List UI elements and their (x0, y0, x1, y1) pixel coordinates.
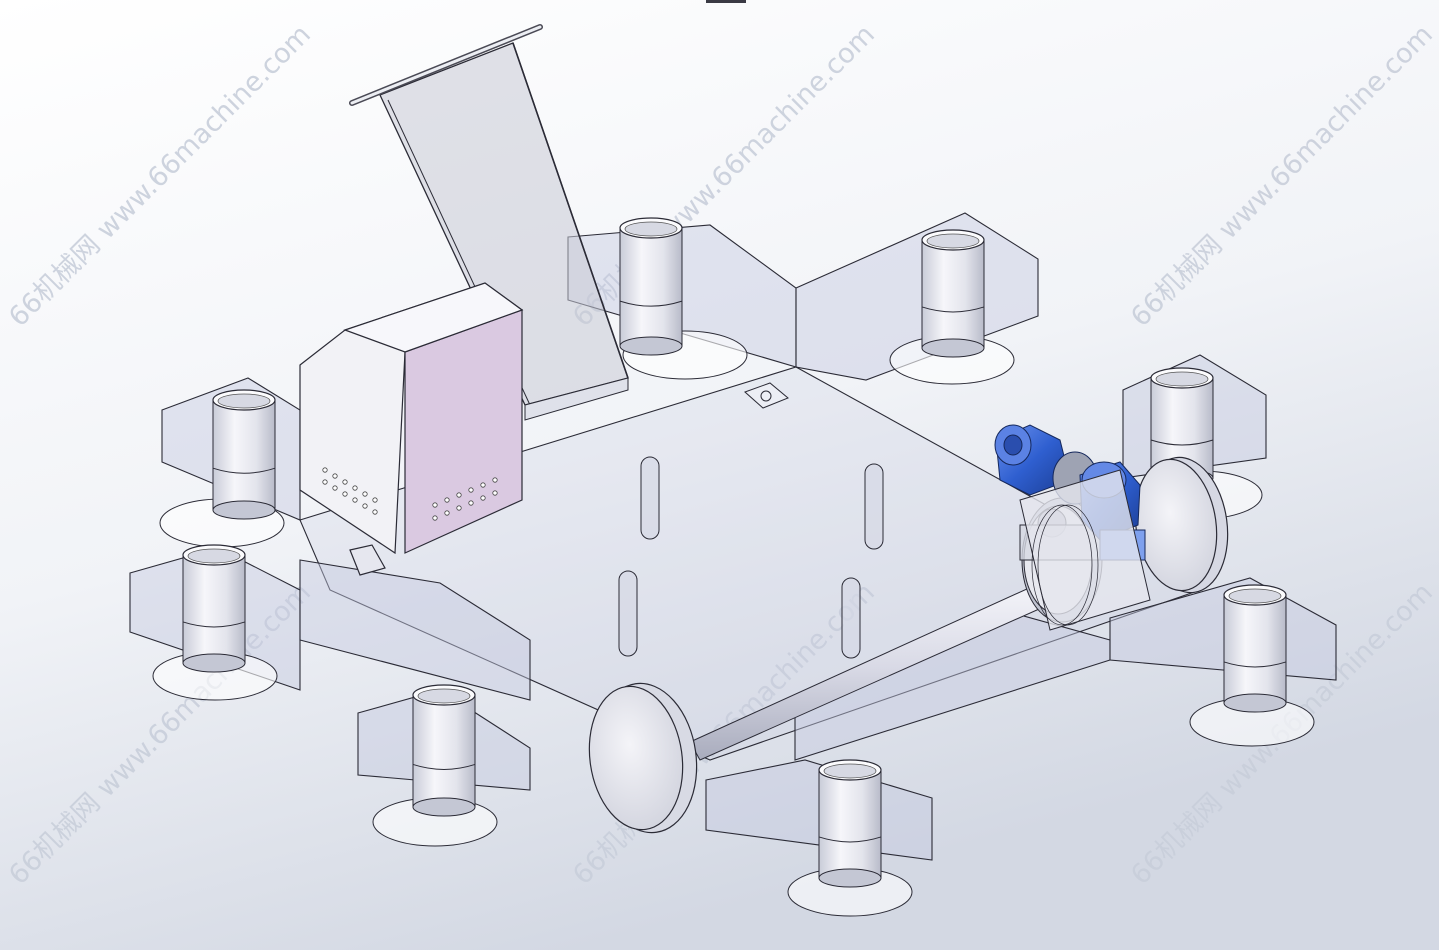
column-body (619, 227, 683, 347)
column-band-line (412, 763, 476, 770)
gear-teeth (1031, 504, 1099, 626)
column-opening (926, 233, 980, 249)
column-body (1223, 594, 1287, 704)
left-wheel (588, 682, 698, 834)
column-opening (1155, 371, 1209, 387)
column-bottom-rim (412, 797, 476, 817)
support-columns (152, 217, 1315, 917)
column-opening (187, 548, 241, 564)
column-band-line (1223, 661, 1287, 668)
vertical-guide-rods (618, 456, 884, 659)
column-body (818, 769, 882, 879)
column-body (412, 694, 476, 808)
control-cabinet (299, 282, 524, 576)
column-bottom-rim (921, 338, 985, 358)
column-body (182, 554, 246, 664)
column-opening (624, 221, 678, 237)
column-bottom-rim (182, 653, 246, 673)
center-bracket (744, 382, 789, 409)
column-body (921, 239, 985, 349)
column-bottom-rim (212, 500, 276, 520)
column-opening (1228, 588, 1282, 604)
column-band-line (1150, 439, 1214, 446)
column-bottom-rim (1223, 693, 1287, 713)
column-opening (217, 393, 271, 409)
column-band-line (921, 306, 985, 313)
column-band-line (818, 836, 882, 843)
cabinet-vent-holes (322, 467, 498, 521)
column-body (212, 399, 276, 511)
column-opening (417, 688, 471, 704)
column-bottom-rim (818, 868, 882, 888)
column-band-line (619, 300, 683, 307)
column-bottom-rim (619, 336, 683, 356)
top-edge-mark (706, 0, 746, 3)
incline-chute (349, 24, 629, 421)
column-band-line (182, 621, 246, 628)
column-opening (823, 763, 877, 779)
column-band-line (212, 467, 276, 474)
